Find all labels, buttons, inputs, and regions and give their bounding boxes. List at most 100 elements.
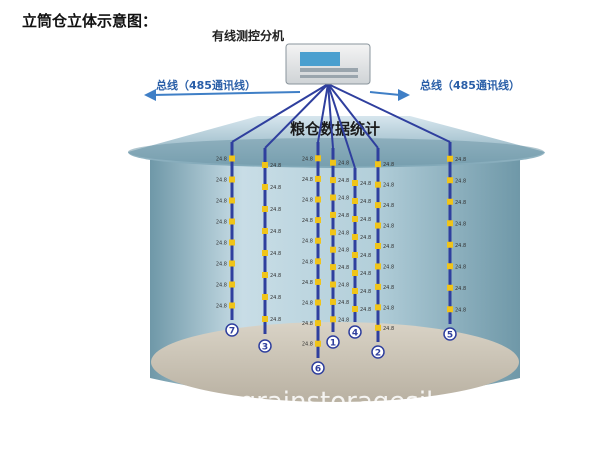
sensor-tag: 24.8 xyxy=(302,321,313,327)
sensor-tag: 24.8 xyxy=(338,196,349,202)
sensor-tag: 24.8 xyxy=(270,251,281,257)
cable-number-badge xyxy=(348,325,362,339)
sensor-tag: 24.8 xyxy=(270,273,281,279)
cable-number-badge xyxy=(326,335,340,349)
sensor-tag: 24.8 xyxy=(360,235,371,241)
cable-fan xyxy=(231,83,451,169)
fan-line-3 xyxy=(264,83,329,149)
sensor-node xyxy=(229,197,235,204)
sensor-node xyxy=(315,299,321,306)
sensor-tag: 24.8 xyxy=(216,283,227,289)
cable-number-badge xyxy=(258,339,272,353)
sensor-tag: 24.8 xyxy=(302,280,313,286)
sensor-tag: 24.8 xyxy=(455,264,466,270)
sensor-node xyxy=(447,220,453,227)
sensor-tag: 24.8 xyxy=(338,317,349,323)
sensor-node xyxy=(229,260,235,267)
cable-number-badge xyxy=(225,323,239,337)
sensor-node xyxy=(375,243,381,249)
sensor-tag: 24.8 xyxy=(338,265,349,271)
fan-line-4 xyxy=(327,83,356,169)
sensor-node xyxy=(262,250,268,256)
sensor-tag: 24.8 xyxy=(360,199,371,205)
sensor-node xyxy=(330,246,336,253)
sensor-node xyxy=(447,284,453,291)
cable-number: 2 xyxy=(375,349,381,359)
sensor-node xyxy=(262,272,268,278)
arrow-left-icon xyxy=(144,89,156,101)
sensor-tag: 24.8 xyxy=(338,230,349,236)
sensor-tag: 24.8 xyxy=(338,178,349,184)
sensor-tag: 24.8 xyxy=(216,220,227,226)
sensor-tag: 24.8 xyxy=(338,300,349,306)
sensor-node xyxy=(352,198,358,204)
sensor-node xyxy=(330,316,336,323)
sensor-node xyxy=(352,216,358,222)
sensor-node xyxy=(229,176,235,183)
watermark: www.grainstoragesilos.com xyxy=(170,387,527,417)
sensor-node xyxy=(375,222,381,229)
sensor-node xyxy=(229,281,235,288)
sensor-node xyxy=(447,306,453,313)
bus-label-right: 总线（485通讯线） xyxy=(420,78,520,92)
sensor-node xyxy=(375,202,381,209)
sensor-node xyxy=(262,184,268,190)
cable-number-badge xyxy=(311,361,325,375)
sensor-tag: 24.8 xyxy=(302,239,313,245)
sensor-node xyxy=(447,177,453,184)
cable-number: 3 xyxy=(262,343,268,353)
sensor-tag: 24.8 xyxy=(360,253,371,259)
control-box xyxy=(285,43,371,85)
sensor-node xyxy=(229,239,235,246)
sensor-node xyxy=(262,316,268,322)
sensor-node xyxy=(375,324,381,331)
sensor-tag: 24.8 xyxy=(270,207,281,213)
sensor-tag: 24.8 xyxy=(360,271,371,277)
sensor-tag: 24.8 xyxy=(383,285,394,291)
page-title: 立筒仓立体示意图： xyxy=(22,12,158,30)
sensor-node xyxy=(315,217,321,224)
sensor-tag: 24.8 xyxy=(383,305,394,311)
sensor-tag: 24.8 xyxy=(455,157,466,163)
sensor-node xyxy=(352,306,358,312)
sensor-tag: 24.8 xyxy=(302,156,313,162)
sensor-tag: 24.8 xyxy=(455,243,466,249)
bus-label-left: 总线（485通讯线） xyxy=(156,78,256,92)
sensor-cables: 24.8 24.8 24.8 24.8 24.8 24.8 24.8 24.8 24.8 24.8… xyxy=(216,142,466,375)
sensor-tag: 24.8 xyxy=(302,301,313,307)
sensor-node xyxy=(330,159,336,166)
sensor-tag: 24.8 xyxy=(338,213,349,219)
sensor-node xyxy=(352,252,358,258)
silo-floor xyxy=(151,322,519,402)
sensor-tag: 24.8 xyxy=(383,244,394,250)
cable-5: 24.824.824.824.824.824.824.824.85 xyxy=(443,142,466,341)
cable-number: 4 xyxy=(352,329,358,339)
sensor-tag: 24.8 xyxy=(383,183,394,189)
sensor-tag: 24.8 xyxy=(360,217,371,223)
device-label: 有线测控分机 xyxy=(212,28,284,43)
sensor-tag: 24.8 xyxy=(302,218,313,224)
sensor-node xyxy=(262,294,268,300)
sensor-tag: 24.8 xyxy=(383,326,394,332)
cable-number: 6 xyxy=(315,365,321,375)
sensor-node xyxy=(447,198,453,205)
sensor-tag: 24.8 xyxy=(338,161,349,167)
sensor-node xyxy=(315,278,321,285)
sensor-node xyxy=(447,263,453,270)
sensor-tag: 24.8 xyxy=(383,162,394,168)
fan-line-7 xyxy=(231,83,329,143)
sensor-tag: 24.8 xyxy=(216,199,227,205)
sensor-tag: 24.8 xyxy=(455,221,466,227)
sensor-tag: 24.8 xyxy=(302,177,313,183)
sensor-node xyxy=(330,211,336,218)
sensor-node xyxy=(262,162,268,168)
cable-number: 7 xyxy=(229,327,235,337)
sensor-tag: 24.8 xyxy=(270,163,281,169)
sensor-tag: 24.8 xyxy=(360,181,371,187)
sensor-node xyxy=(262,206,268,212)
sensor-tag: 24.8 xyxy=(216,304,227,310)
sensor-node xyxy=(330,194,336,201)
sensor-tag: 24.8 xyxy=(455,200,466,206)
bus-line-left xyxy=(151,91,301,96)
